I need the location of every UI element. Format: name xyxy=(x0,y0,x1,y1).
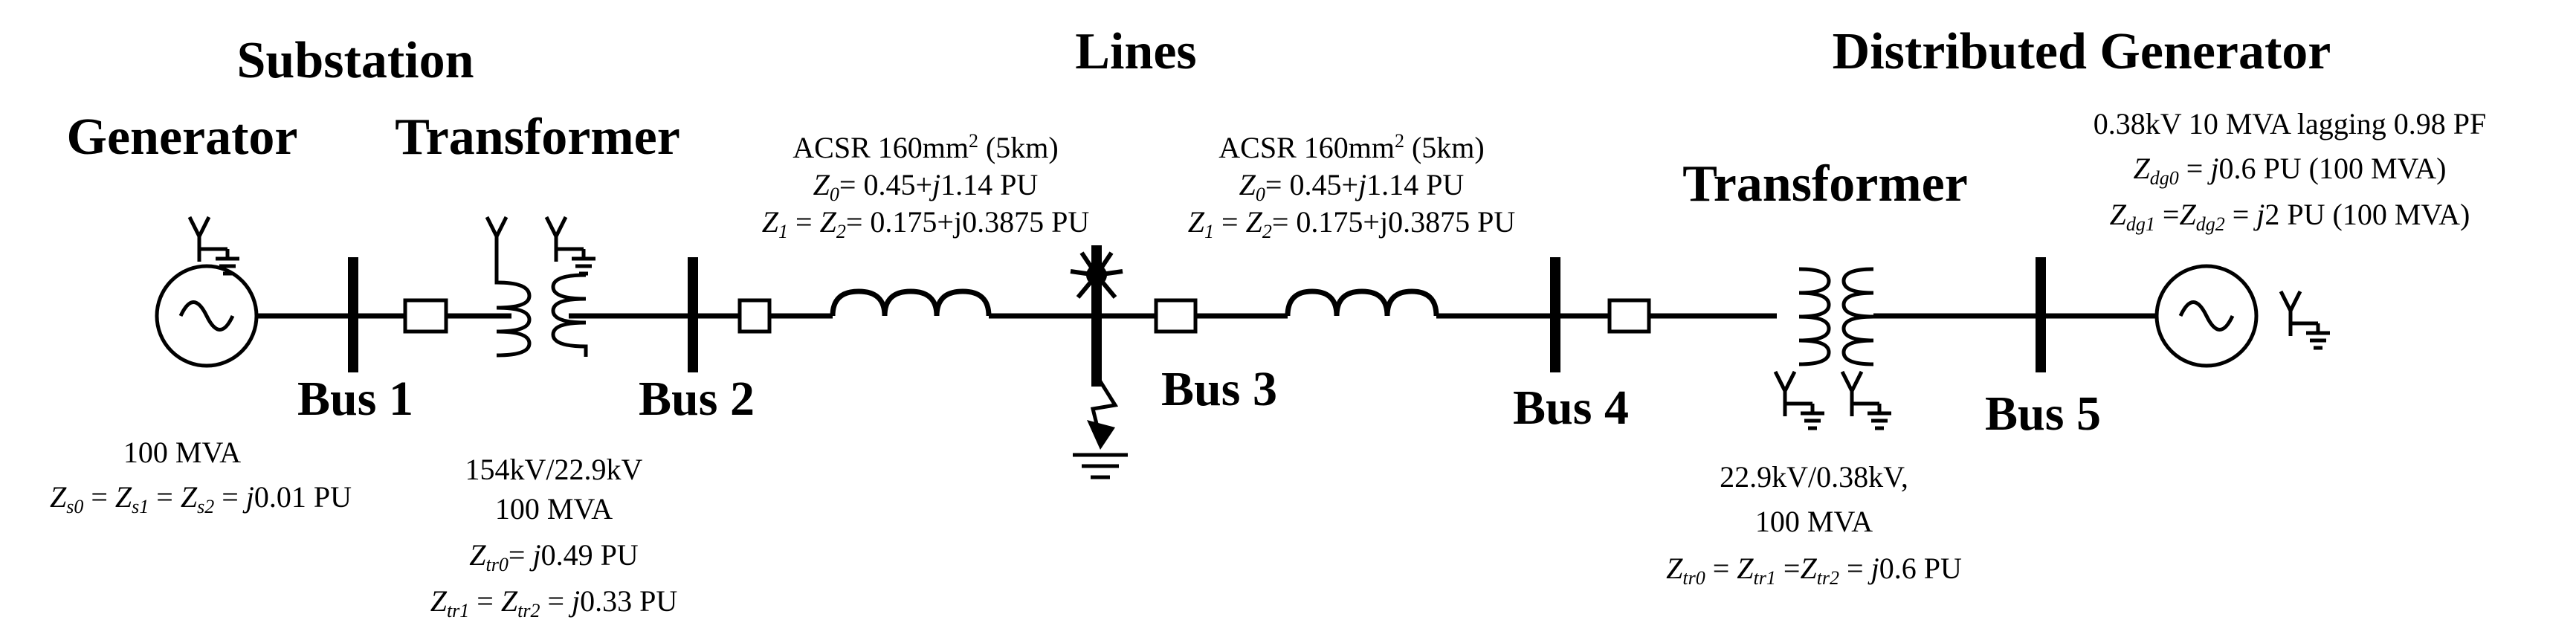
transformer-right-heading: Transformer xyxy=(1682,155,1968,213)
wye-grounded-icon xyxy=(187,216,239,276)
bus-4-label: Bus 4 xyxy=(1513,381,1629,435)
substation-generator-symbol xyxy=(155,264,259,368)
line-2-parameters: ACSR 160mm2 (5km) Z0= 0.45+j1.14 PU Z1 =… xyxy=(1188,130,1516,242)
bus-2-bar xyxy=(688,257,698,372)
generator-heading: Generator xyxy=(67,109,298,166)
bus-4-bar xyxy=(1550,257,1560,372)
transformer-1-parameters: 154kV/22.9kV 100 MVA Ztr0= j0.49 PU Ztr1… xyxy=(430,453,678,621)
fault-arrow-icon xyxy=(1087,420,1115,450)
transformer-2-parameters: 22.9kV/0.38kV, 100 MVA Ztr0 = Ztr1 =Ztr2… xyxy=(1666,460,1962,589)
transformer-1-voltage: 154kV/22.9kV xyxy=(465,453,643,486)
svg-text:Zdg0 = j0.6 PU (100 MVA): Zdg0 = j0.6 PU (100 MVA) xyxy=(2134,152,2447,189)
bus-2-label: Bus 2 xyxy=(639,372,755,426)
lines-heading: Lines xyxy=(1075,23,1196,80)
source-rating: 100 MVA xyxy=(123,436,241,469)
svg-text:ACSR 160mm2 (5km): ACSR 160mm2 (5km) xyxy=(1218,130,1484,164)
bus-1-label: Bus 1 xyxy=(297,372,413,426)
transformer-2-symbol xyxy=(1798,267,1874,366)
transformer-1-rating: 100 MVA xyxy=(495,492,613,526)
svg-text:Z0= 0.45+j1.14 PU: Z0= 0.45+j1.14 PU xyxy=(813,168,1039,205)
wye-grounded-icon xyxy=(544,216,595,276)
circuit-breaker-2 xyxy=(737,298,772,334)
svg-text:Z1 = Z2= 0.175+j0.3875 PU: Z1 = Z2= 0.175+j0.3875 PU xyxy=(1188,205,1516,242)
bus-5-bar xyxy=(2036,257,2046,372)
wye-icon xyxy=(485,216,509,262)
fault-symbol xyxy=(1070,251,1123,450)
dg-rating: 0.38kV 10 MVA lagging 0.98 PF xyxy=(2094,107,2487,140)
svg-text:Ztr1 = Ztr2 = j0.33 PU: Ztr1 = Ztr2 = j0.33 PU xyxy=(430,584,678,621)
svg-text:Ztr0= j0.49 PU: Ztr0= j0.49 PU xyxy=(469,538,639,575)
line-1-parameters: ACSR 160mm2 (5km) Z0= 0.45+j1.14 PU Z1 =… xyxy=(762,130,1090,242)
circuit-breaker-4 xyxy=(1607,298,1651,334)
circuit-breaker-3 xyxy=(1154,298,1198,334)
line-2-conductor: ACSR 160mm xyxy=(1218,131,1395,164)
substation-heading: Substation xyxy=(236,32,474,89)
ground-icon xyxy=(1073,453,1128,479)
line-1-conductor: ACSR 160mm xyxy=(793,131,969,164)
line-1-inductor xyxy=(830,288,992,317)
svg-text:Ztr0 = Ztr1 =Ztr2 = j0.6 PU: Ztr0 = Ztr1 =Ztr2 = j0.6 PU xyxy=(1666,552,1962,589)
bus-1-bar xyxy=(348,257,358,372)
svg-text:Zdg1 =Zdg2 = j2 PU (100 MVA): Zdg1 =Zdg2 = j2 PU (100 MVA) xyxy=(2110,198,2470,235)
dg-parameters: 0.38kV 10 MVA lagging 0.98 PF Zdg0 = j0.… xyxy=(2094,107,2487,235)
distributed-generator-heading: Distributed Generator xyxy=(1833,23,2331,80)
line-2-inductor xyxy=(1285,288,1439,317)
wye-grounded-icon xyxy=(1840,370,1891,430)
bus-3-label: Bus 3 xyxy=(1161,362,1277,416)
transformer-2-voltage: 22.9kV/0.38kV, xyxy=(1720,460,1908,494)
svg-text:Z0= 0.45+j1.14 PU: Z0= 0.45+j1.14 PU xyxy=(1239,168,1465,205)
svg-text:Z1 = Z2= 0.175+j0.3875 PU: Z1 = Z2= 0.175+j0.3875 PU xyxy=(762,205,1090,242)
source-parameters: 100 MVA Zs0 = Zs1 = Zs2 = j0.01 PU xyxy=(50,436,352,517)
wye-grounded-icon xyxy=(2279,290,2330,350)
transformer-left-heading: Transformer xyxy=(395,109,680,166)
transformer-2-rating: 100 MVA xyxy=(1755,505,1873,538)
bus-5-label: Bus 5 xyxy=(1985,387,2101,441)
distributed-generator-symbol xyxy=(2154,264,2259,368)
circuit-breaker-1 xyxy=(403,298,448,334)
svg-text:Zs0 = Zs1 = Zs2 = j0.01 PU: Zs0 = Zs1 = Zs2 = j0.01 PU xyxy=(50,480,352,517)
wye-grounded-icon xyxy=(1773,370,1824,430)
transformer-1-symbol xyxy=(494,262,588,358)
svg-text:ACSR 160mm2 (5km): ACSR 160mm2 (5km) xyxy=(793,130,1058,164)
